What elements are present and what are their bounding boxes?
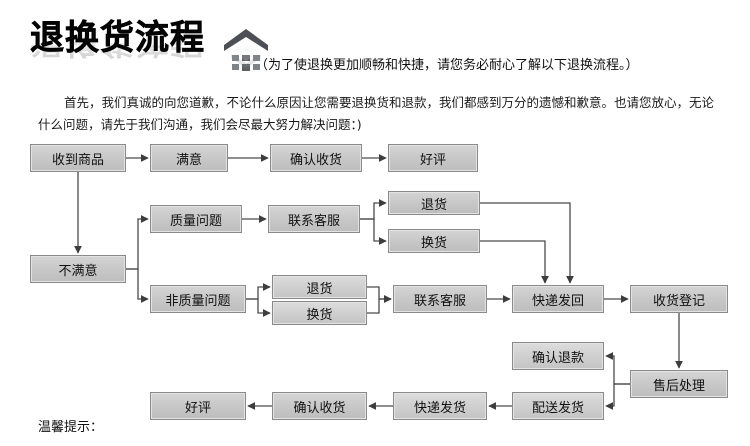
flow-node-confirm-receipt-bottom[interactable]: 确认收货 — [272, 392, 367, 420]
flow-node-label: 换货 — [306, 307, 333, 323]
page-title: 退换货流程 — [30, 18, 205, 59]
flow-node-label: 好评 — [184, 400, 211, 416]
flow-node-label: 售后处理 — [652, 378, 705, 394]
flow-node-express-send-back[interactable]: 快递发回 — [512, 285, 604, 313]
flow-node-confirm-receipt-top[interactable]: 确认收货 — [270, 144, 362, 172]
flow-node-after-sales-handling[interactable]: 售后处理 — [630, 370, 728, 398]
flow-node-exchange-top[interactable]: 换货 — [388, 229, 480, 253]
flow-node-satisfied[interactable]: 满意 — [150, 144, 228, 172]
flow-node-label: 快递发回 — [531, 293, 584, 309]
flow-node-label: 换货 — [420, 235, 447, 251]
intro-paragraph: 首先，我们真诚的向您道歉，不论什么原因让您需要退换货和退款，我们都感到万分的遗憾… — [38, 92, 714, 136]
footnote-label: 温馨提示： — [38, 420, 104, 435]
flow-node-label: 好评 — [419, 152, 446, 168]
flow-node-return-lower[interactable]: 退货 — [272, 275, 367, 299]
page-header: 退换货流程 退换货流程 （为了使退换更加顺畅和快捷，请您务必耐心了解以下退换流程… — [0, 0, 750, 92]
house-icon-reflection — [231, 40, 261, 69]
flow-node-label: 收到商品 — [51, 152, 104, 168]
returns-flowchart: 收到商品 满意 确认收货 好评 退货 换货 质量问题 联系客服 不满意 非质量问… — [0, 130, 750, 420]
flow-node-good-review-top[interactable]: 好评 — [388, 144, 478, 172]
flow-node-label: 确认收货 — [289, 152, 342, 168]
flow-node-quality-issue[interactable]: 质量问题 — [150, 205, 242, 233]
flow-node-label: 确认退款 — [531, 350, 584, 366]
flow-node-contact-service-top[interactable]: 联系客服 — [268, 205, 360, 233]
flow-node-delivery-shipment[interactable]: 配送发货 — [512, 392, 604, 420]
intro-text: 首先，我们真诚的向您道歉，不论什么原因让您需要退换货和退款，我们都感到万分的遗憾… — [38, 95, 715, 132]
flow-node-label: 联系客服 — [413, 293, 466, 309]
flow-node-receipt-registration[interactable]: 收货登记 — [630, 285, 728, 313]
flow-connectors — [74, 154, 683, 410]
page-subtitle: （为了使退换更加顺畅和快捷，请您务必耐心了解以下退换流程。） — [255, 58, 639, 73]
flow-node-good-review-bottom[interactable]: 好评 — [150, 392, 246, 420]
flow-node-label: 质量问题 — [169, 213, 222, 229]
flow-node-non-quality-issue[interactable]: 非质量问题 — [150, 285, 246, 313]
flow-node-label: 配送发货 — [531, 400, 584, 416]
flow-node-express-shipment[interactable]: 快递发货 — [393, 392, 487, 420]
flow-node-return-top[interactable]: 退货 — [388, 191, 480, 215]
page-title-wrap: 退换货流程 — [30, 18, 205, 59]
flow-node-label: 收货登记 — [652, 293, 705, 309]
flow-node-label: 满意 — [175, 152, 202, 168]
flow-node-label: 退货 — [306, 281, 333, 297]
flow-node-contact-service-lower[interactable]: 联系客服 — [393, 285, 487, 313]
flow-node-exchange-lower[interactable]: 换货 — [272, 301, 367, 325]
flow-node-label: 确认收货 — [293, 400, 346, 416]
flow-node-label: 不满意 — [58, 263, 98, 279]
flow-node-label: 快递发货 — [413, 400, 466, 416]
flow-node-label: 联系客服 — [287, 213, 340, 229]
house-icon — [224, 29, 268, 71]
flow-node-not-satisfied[interactable]: 不满意 — [30, 255, 126, 283]
flow-node-label: 退货 — [420, 197, 447, 213]
flow-node-label: 非质量问题 — [165, 293, 231, 309]
flow-node-confirm-refund[interactable]: 确认退款 — [512, 342, 604, 370]
flow-node-received-goods[interactable]: 收到商品 — [30, 144, 126, 172]
